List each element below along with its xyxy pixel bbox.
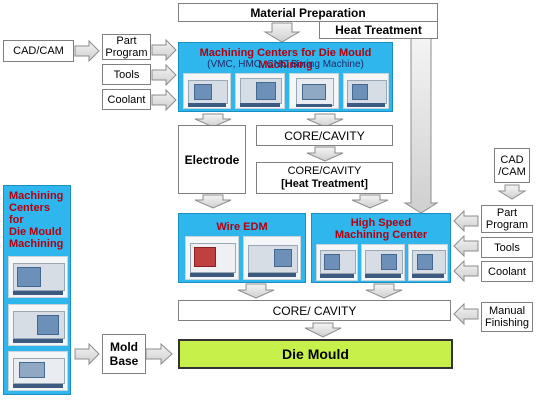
machine-image-hmc — [235, 73, 285, 109]
coolant-box-right: Coolant — [481, 261, 533, 282]
arrow-moldbase-to-diemould — [145, 342, 173, 366]
manual-finishing-label: Manual Finishing — [484, 305, 530, 329]
coolant-box-left: Coolant — [102, 89, 151, 110]
arrow-wireedm-to-corecavity — [237, 283, 275, 299]
arrow-sidepanel-to-moldbase — [74, 342, 100, 366]
part-program-box-left: Part Program — [102, 34, 151, 60]
arrow-corecavity-to-ht — [306, 146, 344, 162]
arrow-rcoolant-to-highspeed — [453, 259, 479, 283]
tools-box-right: Tools — [481, 237, 533, 258]
arrow-corecavity-to-diemould — [304, 322, 342, 338]
arrow-rtools-to-highspeed — [453, 234, 479, 258]
side-machine-image-2 — [8, 304, 68, 346]
machining-centers-title: Machining Centers for Die Mould Machinin… — [199, 47, 372, 71]
part-program-label-right: Part Program — [485, 207, 529, 231]
arrow-rpartprogram-to-highspeed — [453, 209, 479, 233]
arrow-material-to-panel — [263, 22, 301, 43]
machine-image-vmc — [183, 73, 231, 109]
high-speed-image-1 — [316, 244, 358, 281]
tools-label-left: Tools — [113, 68, 140, 81]
wire-edm-image-1 — [185, 236, 239, 280]
cadcam-box-right: CAD /CAM — [494, 148, 530, 183]
arrow-cadcam-to-partprogram — [74, 39, 100, 63]
die-mould-box: Die Mould — [178, 339, 453, 369]
arrow-tools-to-panel — [151, 63, 177, 87]
arrow-highspeed-to-corecavity — [365, 283, 403, 299]
die-mould-label: Die Mould — [282, 346, 349, 362]
arrow-panel-to-electrode — [194, 113, 232, 128]
manual-finishing-box: Manual Finishing — [481, 302, 533, 332]
arrow-coolant-to-panel — [151, 88, 177, 112]
electrode-label: Electrode — [184, 152, 240, 167]
high-speed-image-3 — [408, 244, 448, 281]
arrow-electrode-to-wireedm — [194, 194, 232, 209]
side-machine-image-1 — [8, 256, 68, 298]
material-preparation-box: Material Preparation — [178, 3, 438, 22]
mold-base-label: Mold Base — [109, 340, 139, 368]
core-cavity-ht-line2: [Heat Treatment] — [281, 178, 368, 190]
core-cavity-ht-line1: CORE/CAVITY — [287, 165, 362, 177]
arrow-heattreatment-down — [403, 37, 439, 214]
core-cavity-final-box: CORE/ CAVITY — [178, 300, 451, 321]
arrow-ht-to-highspeed — [351, 194, 389, 209]
core-cavity-label: CORE/CAVITY — [284, 128, 365, 143]
tools-label-right: Tools — [494, 241, 520, 254]
machine-image-boring — [289, 73, 339, 109]
side-panel-title: Machining Centers for Die Mould Machinin… — [9, 190, 64, 250]
core-cavity-ht-box: CORE/CAVITY [Heat Treatment] — [256, 162, 393, 194]
side-machine-image-3 — [8, 351, 68, 391]
core-cavity-box: CORE/CAVITY — [256, 125, 393, 146]
machining-centers-panel: Machining Centers for Die Mould Machinin… — [178, 42, 393, 112]
wire-edm-panel: Wire EDM — [178, 213, 306, 283]
part-program-label-left: Part Program — [105, 35, 148, 59]
high-speed-image-2 — [361, 244, 405, 281]
arrow-panel-to-corecavity — [306, 113, 344, 128]
heat-treatment-box: Heat Treatment — [319, 21, 438, 39]
tools-box-left: Tools — [102, 64, 151, 85]
high-speed-panel: High Speed Machining Center — [311, 213, 451, 283]
arrow-manualfinishing-to-corecavity — [453, 302, 479, 326]
high-speed-title: High Speed Machining Center — [334, 217, 428, 241]
mold-base-box: Mold Base — [102, 334, 146, 374]
machining-centers-subtitle: (VMC, HMC, CNC Boring Machine) — [207, 59, 364, 70]
heat-treatment-label: Heat Treatment — [335, 23, 422, 37]
machine-image-cnc — [343, 73, 389, 109]
coolant-label-left: Coolant — [107, 93, 146, 106]
material-preparation-label: Material Preparation — [250, 5, 366, 20]
cadcam-label-right: CAD /CAM — [498, 153, 526, 178]
arrow-rcadcam-to-partprogram — [497, 184, 527, 200]
electrode-box: Electrode — [178, 125, 246, 194]
side-machining-panel: Machining Centers for Die Mould Machinin… — [3, 185, 71, 395]
cadcam-label-left: CAD/CAM — [13, 45, 64, 57]
cadcam-box-left: CAD/CAM — [3, 40, 74, 62]
coolant-label-right: Coolant — [488, 265, 526, 278]
arrow-partprogram-to-panel — [151, 38, 177, 62]
wire-edm-image-2 — [243, 236, 301, 280]
part-program-box-right: Part Program — [481, 205, 533, 233]
wire-edm-title: Wire EDM — [216, 221, 268, 233]
core-cavity-final-label: CORE/ CAVITY — [272, 303, 357, 318]
